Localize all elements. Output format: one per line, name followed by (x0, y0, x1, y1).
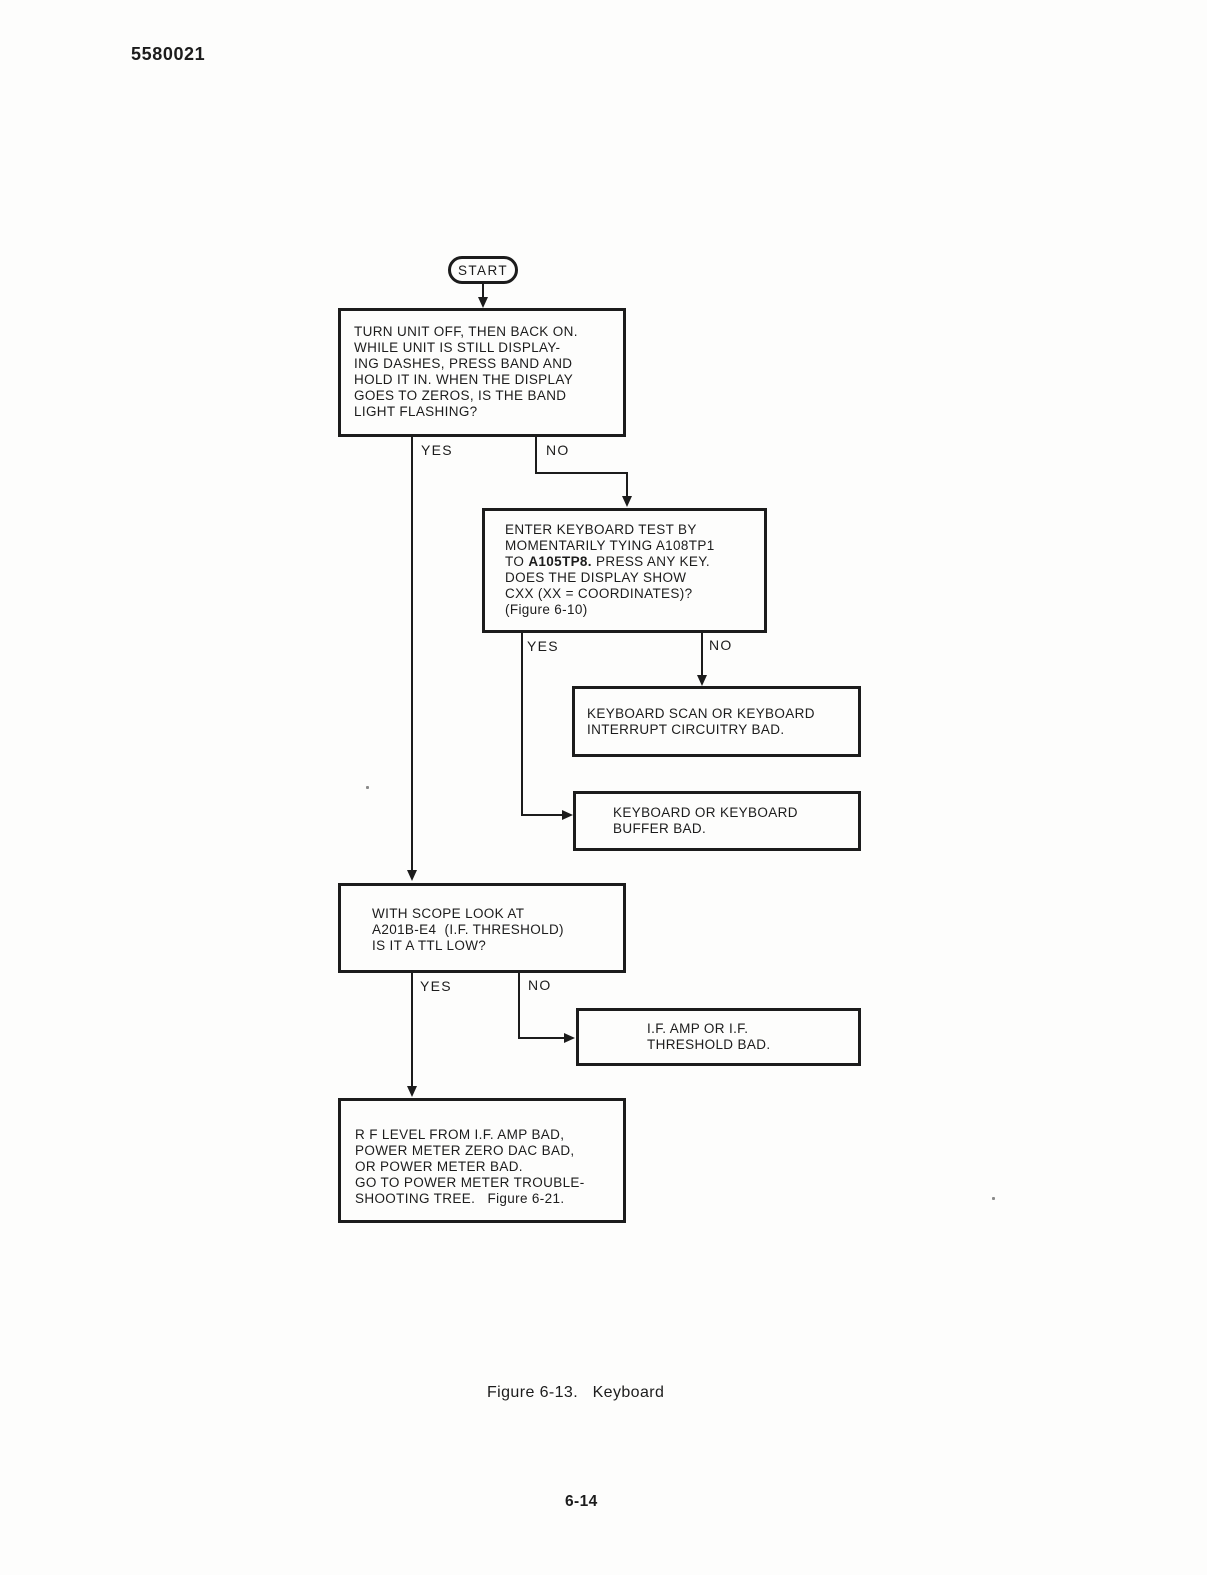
connector-no-3-drop (518, 973, 520, 1039)
flow-box-text-line: THRESHOLD BAD. (647, 1037, 771, 1052)
connector-no-1-across (535, 472, 628, 474)
scan-speck (366, 786, 369, 789)
connector-no-2 (701, 633, 703, 676)
flow-box-text-line: WHILE UNIT IS STILL DISPLAY- (354, 340, 561, 355)
flow-box-if-amp-bad: I.F. AMP OR I.F.THRESHOLD BAD. (576, 1008, 861, 1066)
branch-label-no-3: NO (528, 977, 552, 993)
connector-no-3-across (518, 1037, 564, 1039)
flow-box-text-line: TURN UNIT OFF, THEN BACK ON. (354, 324, 578, 339)
flow-box-text-line: ENTER KEYBOARD TEST BY (505, 522, 697, 537)
flow-box-text-line: LIGHT FLASHING? (354, 404, 478, 419)
connector-yes-1 (411, 437, 413, 872)
figure-caption: Figure 6-13. Keyboard (487, 1384, 665, 1401)
connector-yes-2-drop (521, 633, 523, 816)
flow-start-label: START (457, 262, 508, 278)
arrowhead-down-yes-3 (407, 1086, 417, 1097)
branch-label-no-2: NO (709, 637, 733, 653)
flow-box-text-line: KEYBOARD SCAN OR KEYBOARD (587, 705, 815, 721)
connector-no-1-drop (535, 437, 537, 474)
flow-box-text-line: WITH SCOPE LOOK AT (372, 906, 525, 921)
connector-start (482, 283, 484, 299)
arrowhead-right-no-3 (564, 1033, 575, 1043)
flow-box-text-line: INTERRUPT CIRCUITRY BAD. (587, 721, 785, 737)
flow-box-text-line: POWER METER ZERO DAC BAD, (355, 1143, 575, 1158)
flow-box-text-line: R F LEVEL FROM I.F. AMP BAD, (355, 1127, 565, 1142)
flow-box-text-line: SHOOTING TREE. Figure 6-21. (355, 1191, 565, 1206)
connector-no-1-stub (626, 472, 628, 497)
flow-box-text-line: HOLD IT IN. WHEN THE DISPLAY (354, 372, 574, 387)
branch-label-yes-3: YES (420, 978, 452, 994)
connector-yes-3 (411, 973, 413, 1087)
flow-box-text-line: IS IT A TTL LOW? (372, 938, 487, 953)
branch-label-yes-1: YES (421, 442, 453, 458)
branch-label-no-1: NO (546, 442, 570, 458)
flow-box-text-line: DOES THE DISPLAY SHOW (505, 570, 687, 585)
flow-box-text-line: TO A105TP8. PRESS ANY KEY. (505, 554, 710, 569)
branch-label-yes-2: YES (527, 638, 559, 654)
flow-box-text-line: OR POWER METER BAD. (355, 1159, 523, 1174)
flow-box-text-line: A201B-E4 (I.F. THRESHOLD) (372, 922, 564, 937)
scan-speck (992, 1197, 995, 1200)
flow-box-text-line: (Figure 6-10) (505, 602, 588, 617)
flow-start-terminator: START (448, 256, 518, 284)
arrowhead-down-no-1 (622, 496, 632, 507)
arrowhead-right-yes-2 (562, 810, 573, 820)
connector-yes-2-across (521, 814, 563, 816)
document-number: 5580021 (131, 44, 206, 64)
flow-box-text-line: MOMENTARILY TYING A108TP1 (505, 538, 715, 553)
arrowhead-down-yes-1 (407, 870, 417, 881)
flow-box-text-line: KEYBOARD OR KEYBOARD (613, 805, 798, 820)
flow-box-text-line: BUFFER BAD. (613, 821, 707, 836)
flow-box-text-line: GO TO POWER METER TROUBLE- (355, 1175, 585, 1190)
flow-box-text-line: I.F. AMP OR I.F. (647, 1021, 749, 1036)
flow-box-rf-level-bad: R F LEVEL FROM I.F. AMP BAD,POWER METER … (338, 1098, 626, 1223)
flow-box-text-line: ING DASHES, PRESS BAND AND (354, 356, 573, 371)
flow-box-text-line: CXX (XX = COORDINATES)? (505, 586, 693, 601)
page-number: 6-14 (565, 1493, 598, 1510)
flow-box-text-line: GOES TO ZEROS, IS THE BAND (354, 388, 567, 403)
flow-box-turn-unit-off: TURN UNIT OFF, THEN BACK ON.WHILE UNIT I… (338, 308, 626, 437)
arrowhead-down-start (478, 297, 488, 308)
arrowhead-down-no-2 (697, 675, 707, 686)
